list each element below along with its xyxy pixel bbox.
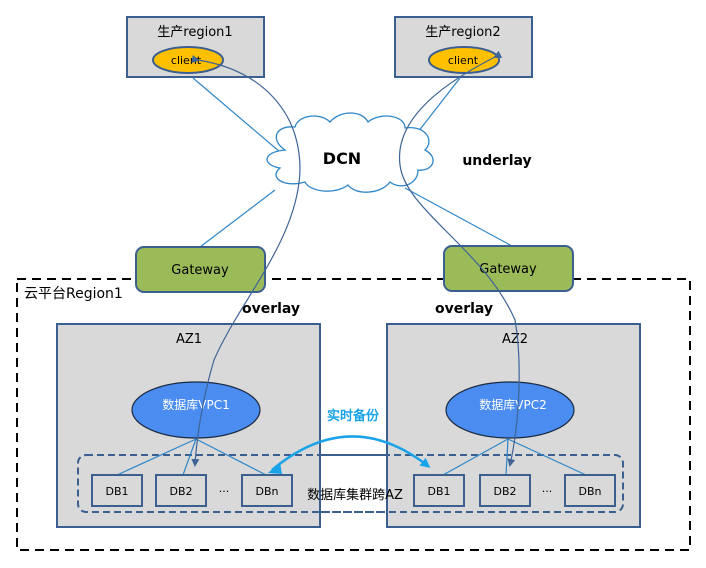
az2-ellipsis: ··· (542, 485, 553, 498)
prod-region-1-title: 生产region1 (157, 25, 232, 40)
cloud-region-title: 云平台Region1 (24, 286, 123, 302)
prod-region-1: 生产region1 client (126, 16, 265, 78)
client-1-label: client (171, 54, 202, 67)
az1-ellipsis: ··· (219, 485, 230, 498)
az1-db2-node (155, 474, 207, 507)
client-2-label: client (448, 54, 479, 67)
link-dcn-to-gateway-right (404, 187, 513, 247)
az2-db2-label: DB2 (493, 485, 516, 498)
az2-dbn-label: DBn (579, 485, 602, 498)
gateway-right-label: Gateway (479, 262, 537, 277)
az2-db-list: DB1 DB2 ··· DBn (413, 474, 616, 507)
prod-region-2-title: 生产region2 (425, 25, 500, 40)
az1-db-list: DB1 DB2 ··· DBn (91, 474, 293, 507)
overlay-left-label: overlay (242, 301, 300, 317)
gateway-left-label: Gateway (171, 263, 229, 278)
link-dcn-to-gateway-left (199, 189, 276, 248)
az2-db1-label: DB1 (427, 485, 450, 498)
link-prod2-to-dcn (417, 77, 461, 133)
link-prod1-to-dcn (192, 77, 281, 153)
db-cluster-boundary (77, 454, 624, 513)
path-client1-to-db2 (191, 55, 301, 467)
az1-title: AZ1 (176, 332, 202, 347)
dcn-cloud: DCN (266, 112, 434, 193)
underlay-label: underlay (462, 153, 531, 169)
az2-db2-node (479, 474, 531, 507)
prod-region-2: 生产region2 client (394, 16, 533, 78)
dcn-label: DCN (323, 149, 361, 168)
cluster-label: 数据库集群跨AZ (307, 487, 403, 503)
gateway-right: Gateway (443, 245, 574, 292)
path-client2-to-db2 (398, 50, 520, 467)
backup-arrow (271, 435, 431, 471)
az2-dbn-node (564, 474, 616, 507)
az1-db1-node (91, 474, 143, 507)
cloud-region-boundary (16, 278, 691, 551)
vpc1-label: 数据库VPC1 (162, 397, 229, 412)
underlay-links (192, 77, 513, 248)
client-1-node (152, 46, 224, 74)
overlay-traffic-paths (191, 50, 520, 467)
az1-dbn-node (241, 474, 293, 507)
vpc2-label: 数据库VPC2 (479, 397, 546, 412)
gateway-left: Gateway (135, 246, 266, 293)
az1-db2-label: DB2 (169, 485, 192, 498)
overlay-right-label: overlay (435, 301, 493, 317)
backup-label: 实时备份 (327, 408, 380, 424)
az2-db1-node (413, 474, 465, 507)
az1-dbn-label: DBn (256, 485, 279, 498)
az1-db1-label: DB1 (105, 485, 128, 498)
az2-title: AZ2 (502, 332, 528, 347)
